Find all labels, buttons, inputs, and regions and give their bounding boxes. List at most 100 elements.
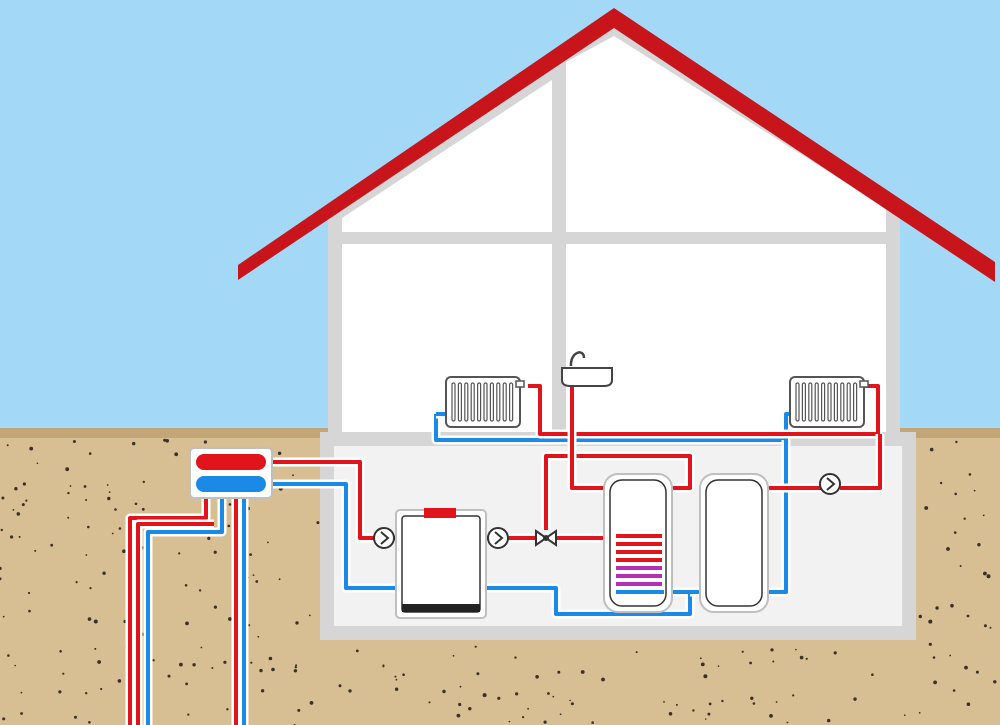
soil-speck xyxy=(452,654,455,657)
soil-speck xyxy=(152,659,155,662)
soil-speck xyxy=(85,554,88,556)
radiator-fin xyxy=(827,382,832,422)
soil-speck xyxy=(527,707,529,710)
soil-speck xyxy=(75,581,78,584)
soil-speck xyxy=(668,712,673,716)
soil-speck xyxy=(34,549,37,552)
soil-speck xyxy=(89,587,92,590)
soil-speck xyxy=(185,621,189,626)
soil-speck xyxy=(983,624,987,628)
soil-speck xyxy=(476,672,480,676)
soil-speck xyxy=(260,689,265,693)
soil-speck xyxy=(552,695,555,698)
soil-speck xyxy=(569,699,571,702)
radiator-fin xyxy=(821,382,826,422)
soil-speck xyxy=(557,670,561,674)
soil-speck xyxy=(770,648,774,652)
soil-speck xyxy=(717,665,720,667)
soil-speck xyxy=(918,614,922,619)
soil-speck xyxy=(975,670,979,674)
hot-pipe xyxy=(136,522,214,725)
soil-speck xyxy=(249,553,253,556)
room-attic-right-top xyxy=(566,36,886,232)
soil-speck xyxy=(18,535,21,538)
soil-speck xyxy=(591,721,594,724)
soil-speck xyxy=(6,444,9,447)
radiator-fin xyxy=(502,382,507,422)
soil-speck xyxy=(12,509,15,511)
soil-speck xyxy=(959,565,962,567)
soil-speck xyxy=(294,666,297,669)
soil-speck xyxy=(955,440,958,444)
soil-speck xyxy=(255,580,259,583)
soil-speck xyxy=(559,713,562,716)
soil-speck xyxy=(278,578,281,581)
soil-speck xyxy=(87,617,92,621)
cold-pipe xyxy=(480,586,692,616)
soil-speck xyxy=(100,687,103,691)
soil-speck xyxy=(382,665,385,668)
pipe-network xyxy=(125,381,885,725)
radiator-fin xyxy=(451,382,456,422)
soil-speck xyxy=(769,714,773,718)
soil-speck xyxy=(692,709,695,712)
soil-speck xyxy=(223,660,227,664)
soil-speck xyxy=(707,712,711,716)
soil-speck xyxy=(928,619,933,624)
soil-speck xyxy=(795,648,797,651)
soil-speck xyxy=(184,584,188,587)
soil-speck xyxy=(663,701,665,703)
soil-speck xyxy=(117,679,122,683)
soil-speck xyxy=(547,692,550,695)
soil-speck xyxy=(468,707,472,711)
radiator-fin xyxy=(852,382,858,422)
soil-speck xyxy=(741,650,744,653)
soil-speck xyxy=(141,507,145,511)
soil-speck xyxy=(904,714,906,716)
soil-speck xyxy=(108,491,111,493)
soil-speck xyxy=(964,665,968,670)
soil-speck xyxy=(259,668,263,673)
soil-speck xyxy=(535,675,539,679)
soil-speck xyxy=(395,678,398,681)
three-way-valve xyxy=(535,529,557,547)
soil-speck xyxy=(515,692,519,696)
soil-speck xyxy=(2,717,6,721)
soil-speck xyxy=(207,536,211,541)
soil-speck xyxy=(165,439,169,443)
soil-speck xyxy=(954,492,957,496)
soil-speck xyxy=(10,535,14,539)
radiator-fin xyxy=(470,382,475,422)
radiator-fin xyxy=(814,382,819,422)
circulation-pump-heating xyxy=(819,473,841,495)
soil-speck xyxy=(989,626,992,629)
soil-speck xyxy=(2,615,5,618)
soil-speck xyxy=(178,552,181,555)
soil-speck xyxy=(62,672,65,675)
soil-speck xyxy=(935,606,939,610)
soil-speck xyxy=(134,502,138,506)
soil-speck xyxy=(185,682,189,686)
soil-speck xyxy=(85,692,88,695)
radiator-fin xyxy=(840,382,845,422)
soil-speck xyxy=(22,482,26,486)
soil-speck xyxy=(167,674,171,678)
room-attic-left xyxy=(342,80,552,232)
soil-speck xyxy=(968,473,972,476)
soil-speck xyxy=(293,669,298,673)
soil-speck xyxy=(0,566,2,571)
soil-speck xyxy=(508,720,511,723)
soil-speck xyxy=(993,680,997,684)
soil-speck xyxy=(402,673,405,676)
soil-speck xyxy=(966,614,970,618)
soil-speck xyxy=(213,550,217,554)
soil-speck xyxy=(74,715,77,719)
soil-speck xyxy=(428,701,431,704)
soil-speck xyxy=(752,702,756,705)
soil-speck xyxy=(295,621,299,625)
soil-speck xyxy=(929,447,934,452)
soil-speck xyxy=(106,484,109,486)
soil-speck xyxy=(36,462,39,465)
soil-speck xyxy=(775,701,778,703)
soil-speck xyxy=(93,619,98,624)
